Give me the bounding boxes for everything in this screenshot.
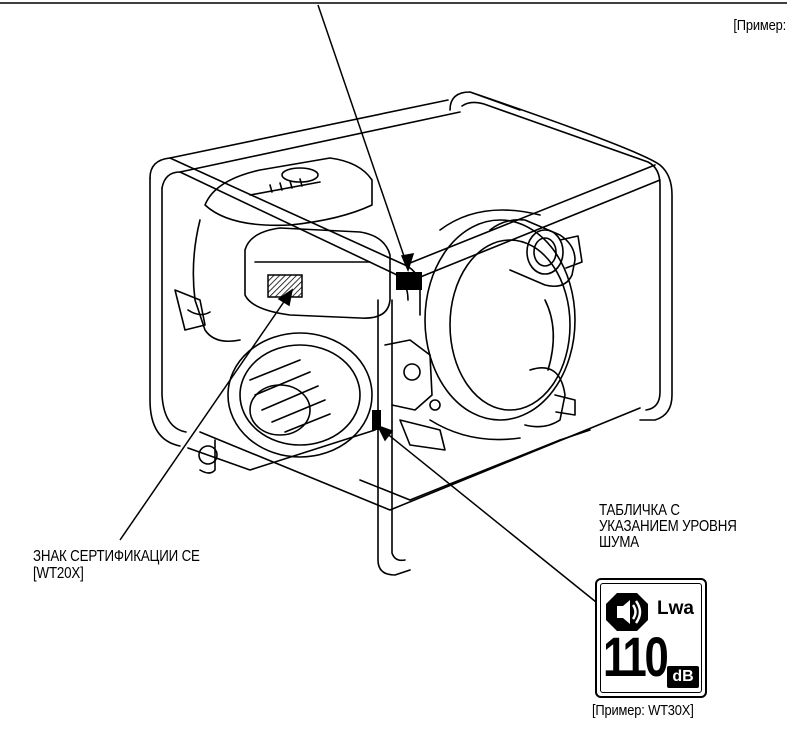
ce-mark-plate <box>267 274 303 298</box>
speaker-icon <box>606 593 648 631</box>
noise-plate-inner-border <box>600 583 702 693</box>
sound-power-value: 110 <box>603 625 669 688</box>
bottom-example-label: [Пример: WT30X] <box>592 702 694 719</box>
noise-plate-label: ТАБЛИЧКА С УКАЗАНИЕМ УРОВНЯ ШУМА <box>599 503 737 551</box>
noise-plate-location <box>372 410 381 430</box>
top-example-label: [Пример: WT <box>733 17 787 34</box>
noise-label-line-2: УКАЗАНИЕМ УРОВНЯ <box>599 518 737 535</box>
db-unit-badge: dB <box>667 666 699 688</box>
noise-level-plate: Lwa 110 dB <box>595 578 707 698</box>
top-label-plate <box>396 272 422 290</box>
ce-mark-label: ЗНАК СЕРТИФИКАЦИИ CE <box>33 548 200 565</box>
lwa-symbol: Lwa <box>657 598 694 619</box>
noise-label-line-3: ШУМА <box>599 534 640 551</box>
ce-model-label: [WT20X] <box>33 565 84 582</box>
noise-label-line-1: ТАБЛИЧКА С <box>599 502 680 519</box>
